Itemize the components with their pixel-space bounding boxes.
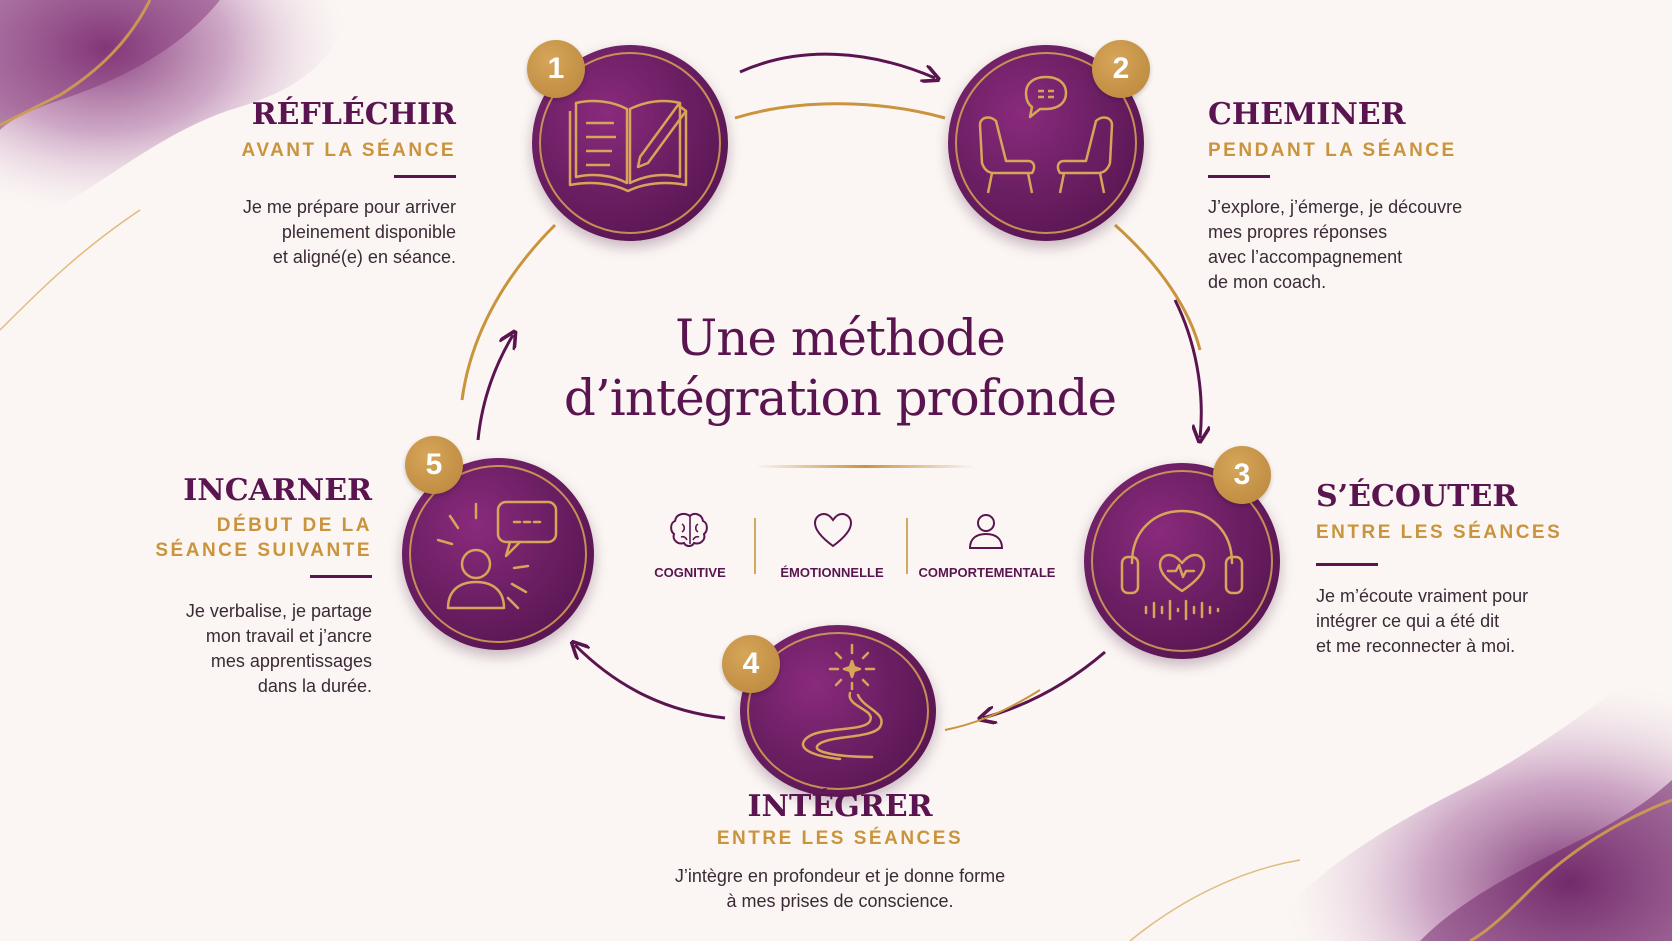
step-1-title: RÉFLÉCHIR (251, 97, 456, 132)
step-5-badge: 5 (405, 436, 463, 494)
person-icon (968, 514, 1004, 549)
step-5-title: INCARNER (183, 473, 372, 508)
step-3-description: Je m’écoute vraiment pour intégrer ce qu… (1316, 586, 1529, 656)
step-1-rule (394, 175, 456, 178)
step-4-description: J’intègre en profondeur et je donne form… (674, 866, 1006, 911)
step-4-subtitle: ENTRE LES SÉANCES (716, 828, 964, 849)
step-3-badge: 3 (1213, 446, 1271, 504)
brain-icon (670, 512, 708, 547)
step-1-description: Je me prépare pour arriver pleinement di… (242, 197, 456, 267)
arrow-5-to-1 (476, 335, 513, 441)
step-2-badge: 2 (1092, 40, 1150, 98)
arc-gold-right (1114, 223, 1202, 351)
step-2-title: CHEMINER (1208, 97, 1406, 132)
arrow-1-to-2 (739, 52, 935, 78)
dimension-separator (906, 518, 908, 574)
page-title: Une méthode d’intégration profonde (540, 308, 1140, 428)
arrow-4-to-5 (575, 645, 726, 720)
step-5-subtitle: DÉBUT DE LA SÉANCE SUIVANTE (155, 515, 372, 561)
step-2-rule (1208, 175, 1270, 178)
step-5-rule (310, 575, 372, 578)
step-2-description: J’explore, j’émerge, je découvre mes pro… (1208, 197, 1463, 292)
step-2-subtitle: PENDANT LA SÉANCE (1208, 140, 1457, 161)
dimension-comportementale-label: COMPORTEMENTALE (918, 565, 1056, 580)
step-5-description: Je verbalise, je partage mon travail et … (185, 601, 372, 696)
step-4-title: INTÉGRER (747, 789, 933, 824)
arc-gold-bottom (944, 689, 1041, 731)
heart-icon (813, 512, 853, 548)
step-3-subtitle: ENTRE LES SÉANCES (1316, 522, 1563, 543)
dimension-separator (754, 518, 756, 574)
arrow-3-to-4 (983, 650, 1106, 718)
step-1-subtitle: AVANT LA SÉANCE (241, 140, 456, 161)
dimension-emotionnelle-label: ÉMOTIONNELLE (780, 565, 884, 580)
step-1-badge: 1 (527, 40, 585, 98)
step-3-title: S’ÉCOUTER (1316, 479, 1518, 514)
title-line-1: Une méthode (675, 309, 1006, 367)
arc-gold-top (734, 102, 946, 120)
arc-gold-left (460, 223, 557, 401)
title-divider (755, 465, 975, 468)
dimension-cognitive-label: COGNITIVE (654, 565, 726, 580)
arrow-2-to-3 (1173, 299, 1201, 438)
step-3-rule (1316, 563, 1378, 566)
title-line-2: d’intégration profonde (563, 369, 1117, 427)
step-4-badge: 4 (722, 635, 780, 693)
